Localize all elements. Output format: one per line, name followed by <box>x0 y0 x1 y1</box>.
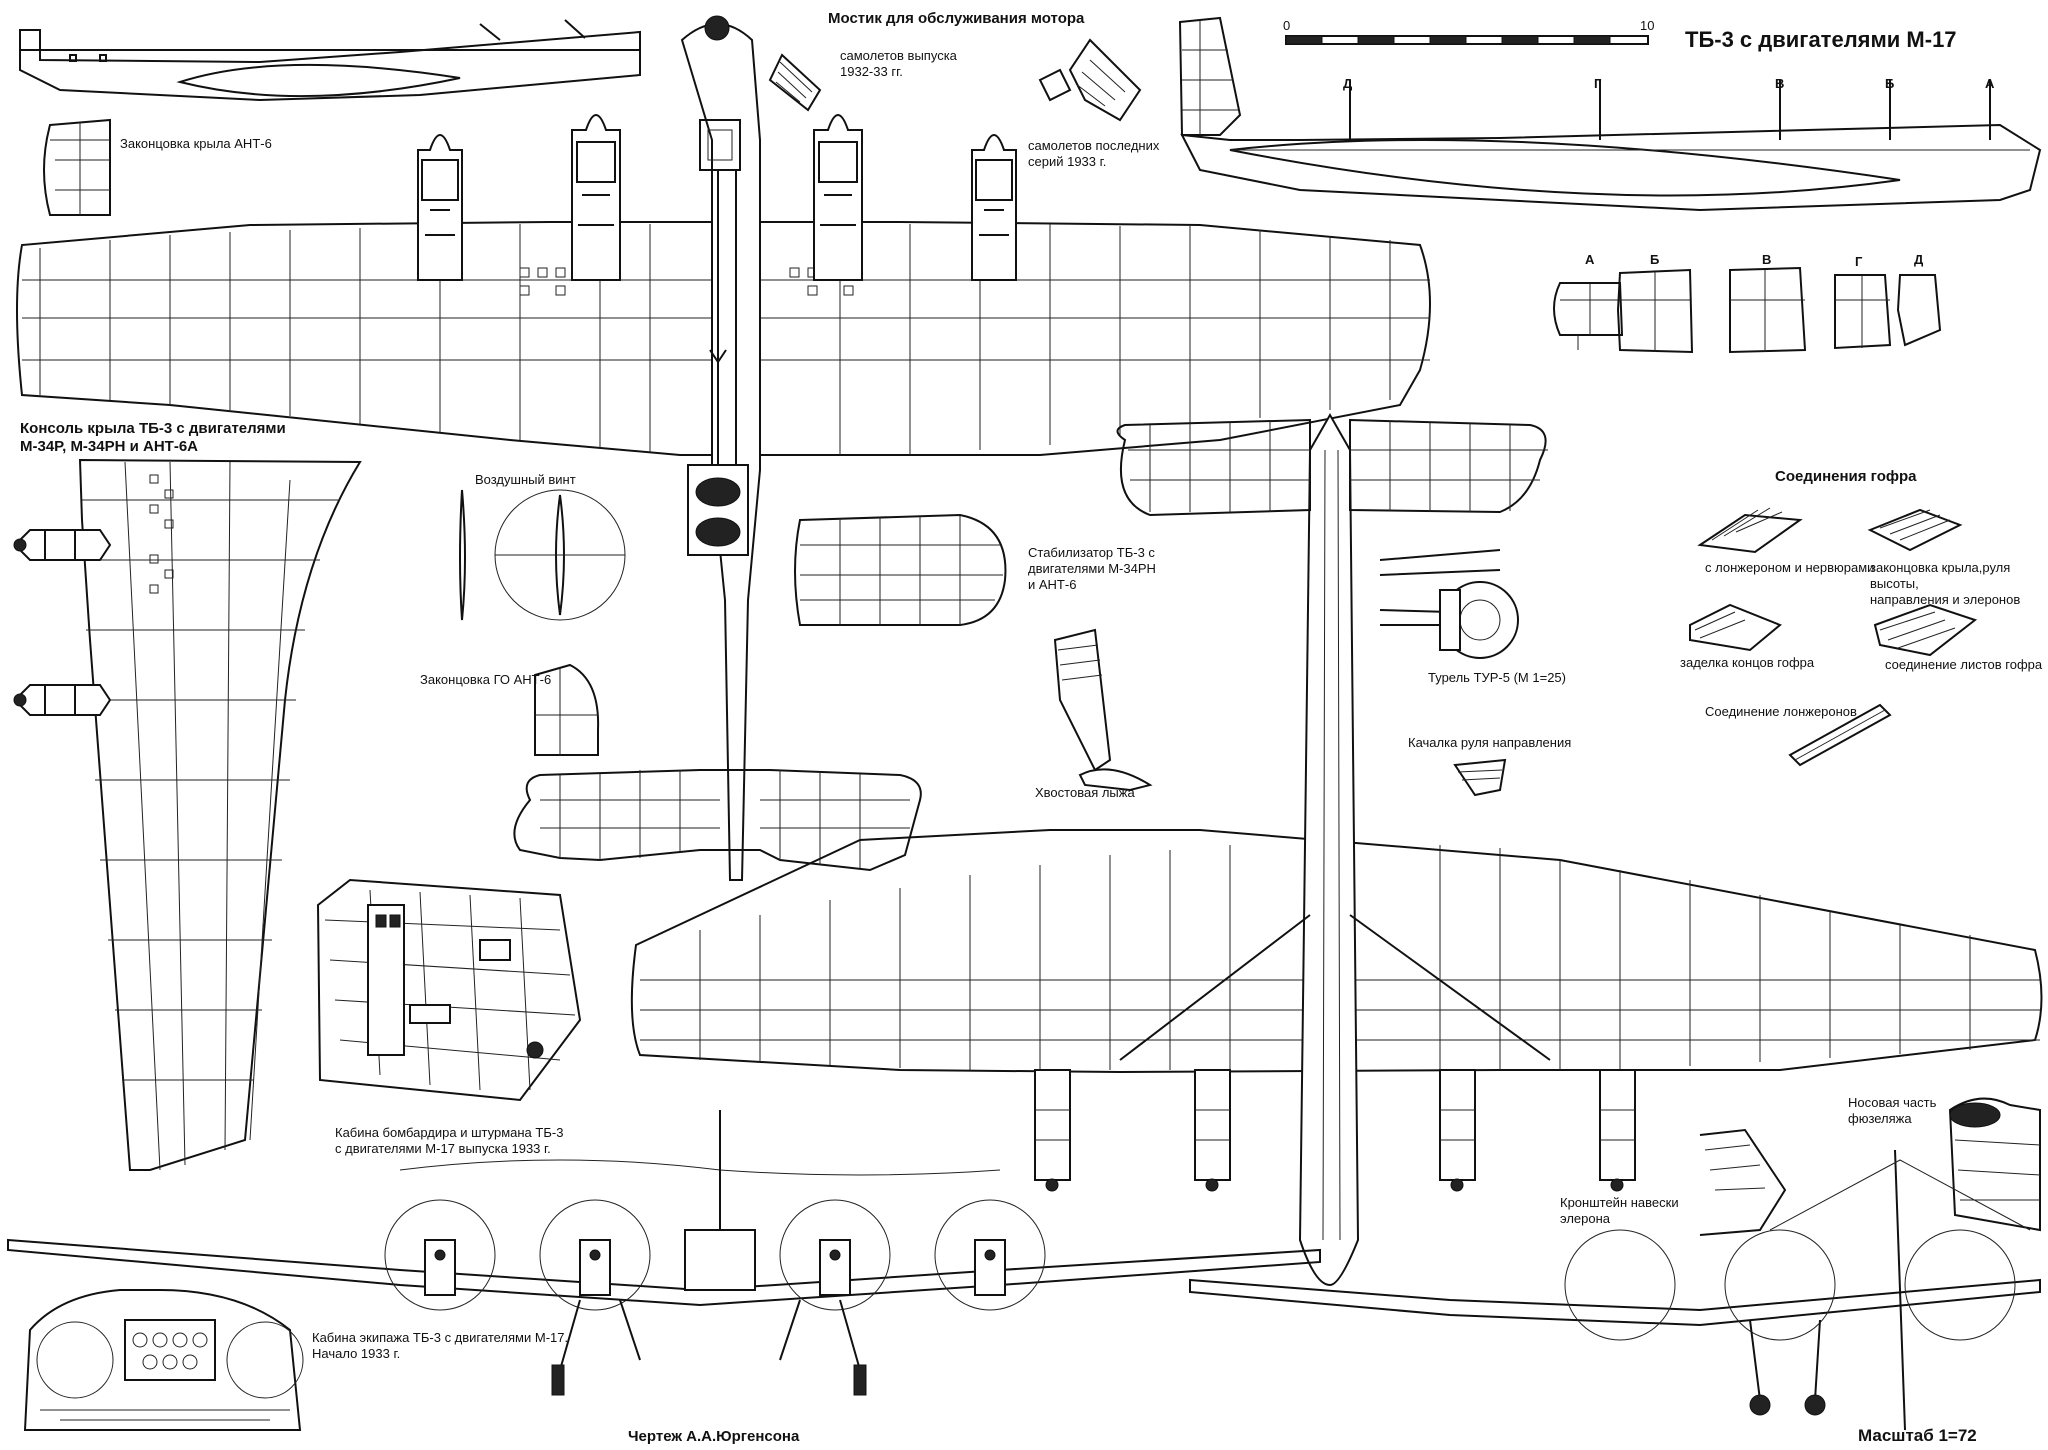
title-label: ТБ-3 с двигателями М-17 <box>1685 27 1957 52</box>
engine-3 <box>813 114 863 281</box>
bridge-1933-label: самолетов последних серий 1933 г. <box>1028 138 1160 169</box>
bomber-cabin-drawing <box>316 878 582 1102</box>
corrugation-sheets-label: соединение листов гофра <box>1885 657 2043 672</box>
section-mark-a: А <box>1985 76 1995 91</box>
scale-bar-start-label: 0 <box>1283 18 1291 33</box>
tail-ski-label: Хвостовая лыжа <box>1035 785 1135 800</box>
aileron-bracket-label: Кронштейн навески элерона <box>1560 1195 1679 1226</box>
corrugation-spar-label: с лонжероном и нервюрами <box>1705 560 1875 575</box>
stabilizer-drawing <box>794 513 1007 626</box>
scale-bar <box>1285 35 1649 45</box>
section-profile-d: Д <box>1914 252 1924 267</box>
rudder-rocker-drawing <box>1453 758 1507 797</box>
section-profile-v: В <box>1762 252 1772 267</box>
engine-4 <box>971 134 1017 281</box>
section-mark-d: Д <box>1343 76 1353 91</box>
section-mark-g: Г <box>1594 76 1602 91</box>
wingtip-ant6-label: Законцовка крыла АНТ-6 <box>120 136 272 151</box>
propeller-label: Воздушный винт <box>475 472 576 487</box>
engine-2 <box>571 114 621 281</box>
stabilizer-label: Стабилизатор ТБ-3 с двигателями М-34РН и… <box>1028 545 1156 592</box>
turret-drawing <box>1379 549 1519 659</box>
tail-tip-label: Законцовка ГО АНТ-6 <box>420 672 552 687</box>
propeller-drawing <box>459 489 626 621</box>
nose-fuselage-drawing <box>1948 1097 2041 1232</box>
corrugation-tip-label: законцовка крыла,руля высоты, направлени… <box>1870 560 2021 607</box>
turret-label: Турель ТУР-5 (М 1=25) <box>1428 670 1566 685</box>
nose-part-label: Носовая часть фюзеляжа <box>1848 1095 1937 1126</box>
top-view-upper <box>16 15 1431 881</box>
engine-1 <box>417 134 463 281</box>
bridge-1932-label: самолетов выпуска 1932-33 гг. <box>840 48 957 79</box>
side-view-lower-right <box>1189 1149 2041 1431</box>
top-view-lower <box>630 412 2043 1287</box>
tail-tip-drawing <box>534 663 600 756</box>
scale-bar-end-label: 10 <box>1640 18 1655 33</box>
front-view <box>7 1110 1321 1396</box>
engine-bridge-label: Мостик для обслуживания мотора <box>828 10 1085 27</box>
fuselage-side-view-small <box>19 19 641 102</box>
corrugation-ends-label: заделка концов гофра <box>1680 655 1815 670</box>
rudder-rocker-label: Качалка руля направления <box>1408 735 1572 750</box>
scale-label: Масштаб 1=72 <box>1858 1426 1977 1445</box>
wing-console <box>13 458 362 1171</box>
tail-ski-drawing <box>1053 628 1153 792</box>
section-profile-b: Б <box>1650 252 1660 267</box>
wingtip-ant6-drawing <box>43 118 111 216</box>
section-profile-a: А <box>1585 252 1595 267</box>
author-label: Чертеж А.А.Юргенсона <box>628 1428 800 1445</box>
corrugation-label: Соединения гофра <box>1775 468 1917 485</box>
corrugation-joints <box>1689 507 1978 767</box>
spar-joint-label: Соединение лонжеронов <box>1705 704 1857 719</box>
section-mark-v: В <box>1775 76 1785 91</box>
crew-cabin-drawing <box>23 1289 304 1431</box>
section-profile-g: Г <box>1855 254 1863 269</box>
aileron-bracket-drawing <box>1699 1128 1787 1236</box>
wing-console-label: Консоль крыла ТБ-3 с двигателями М-34Р, … <box>20 420 286 455</box>
section-profiles <box>1553 266 1942 354</box>
side-view-upper-right <box>1178 16 2042 212</box>
engine-bridge-details <box>768 38 1142 122</box>
bomber-cabin-label: Кабина бомбардира и штурмана ТБ-3 с двиг… <box>335 1125 564 1156</box>
section-mark-b: Б <box>1885 76 1895 91</box>
crew-cabin-label: Кабина экипажа ТБ-3 с двигателями М-17. … <box>312 1330 569 1361</box>
